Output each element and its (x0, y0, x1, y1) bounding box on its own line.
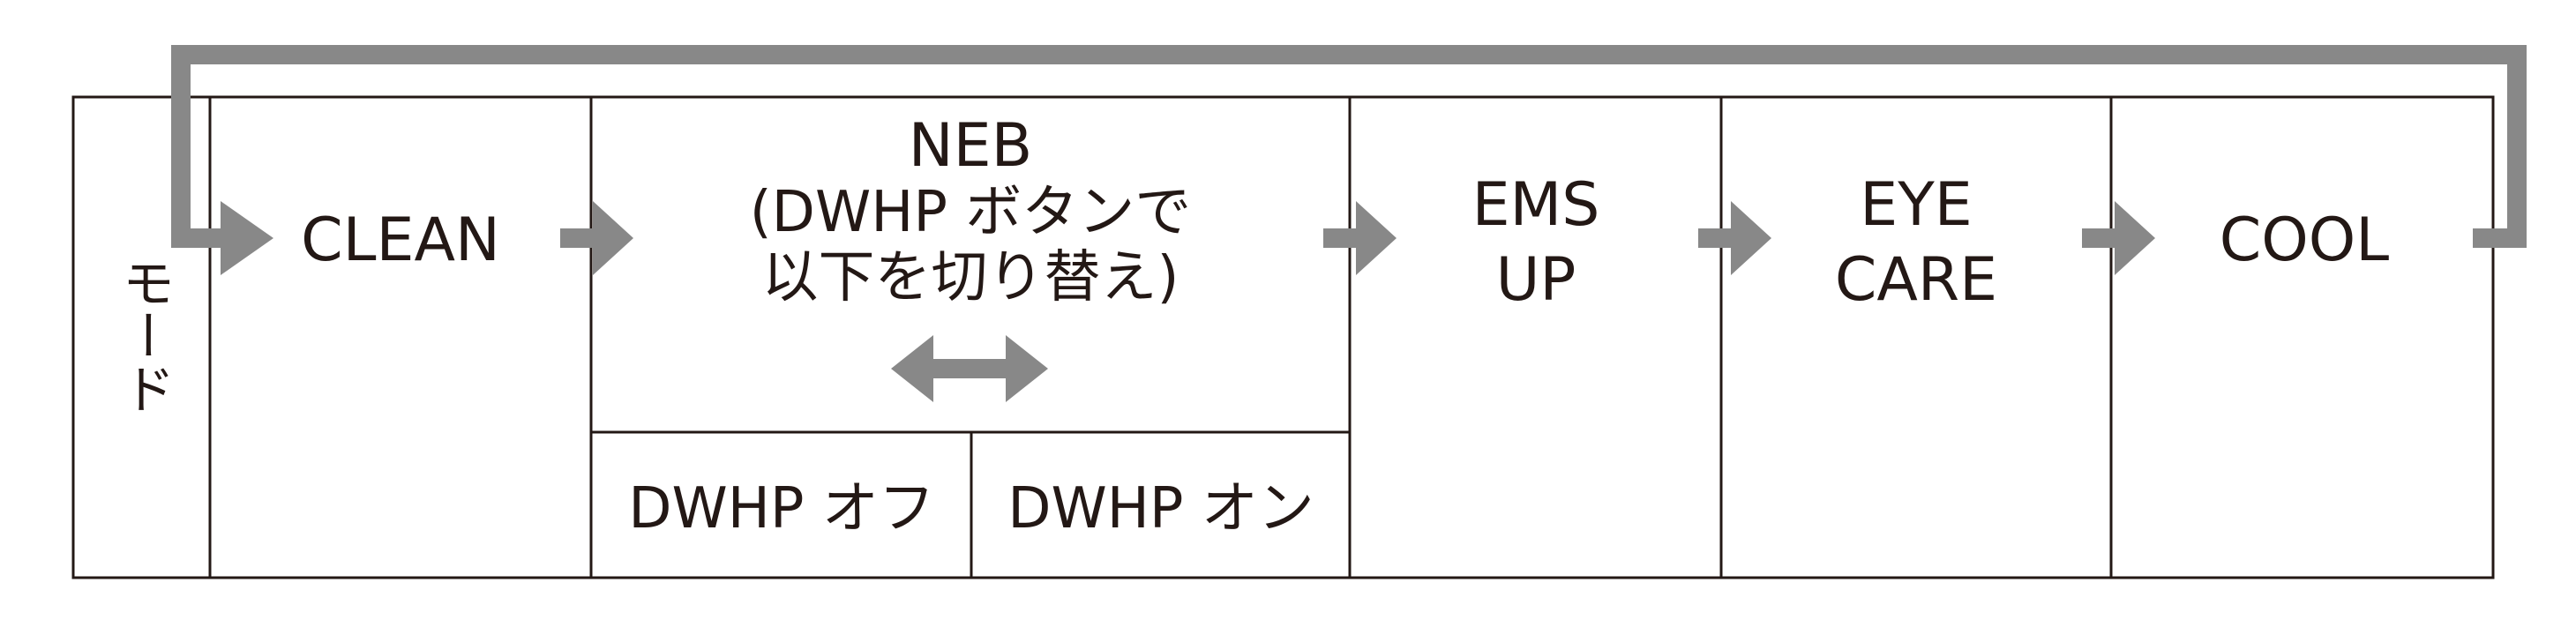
flow-arrow-icon-2 (1323, 201, 1397, 275)
cool-label: COOL (2220, 205, 2390, 275)
mode-table (71, 95, 2495, 579)
table-border (71, 95, 2495, 579)
eye-label-line1: EYE (1860, 170, 1972, 240)
double-arrow-icon (891, 335, 1048, 402)
clean-label: CLEAN (301, 205, 500, 275)
ems-label-line1: EMS (1472, 170, 1600, 240)
loop-arrow-head (221, 201, 273, 275)
flow-arrow-icon-1 (560, 201, 633, 275)
dwhp-on-label: DWHP オン (1007, 476, 1314, 542)
eye-label-line2: CARE (1835, 245, 1997, 315)
neb-subtitle-line2: 以下を切り替え) (762, 245, 1179, 310)
flow-arrow-icon-4 (2082, 201, 2155, 275)
loop-arrow-icon (171, 45, 2527, 275)
loop-arrow-path (171, 45, 2527, 248)
neb-title: NEB (909, 111, 1032, 181)
mode-column-label: モード (113, 256, 175, 415)
flow-arrow-icon-3 (1698, 201, 1771, 275)
dwhp-off-label: DWHP オフ (628, 476, 935, 542)
neb-subtitle-line1: (DWHP ボタンで (750, 180, 1192, 245)
ems-label-line2: UP (1496, 245, 1576, 315)
